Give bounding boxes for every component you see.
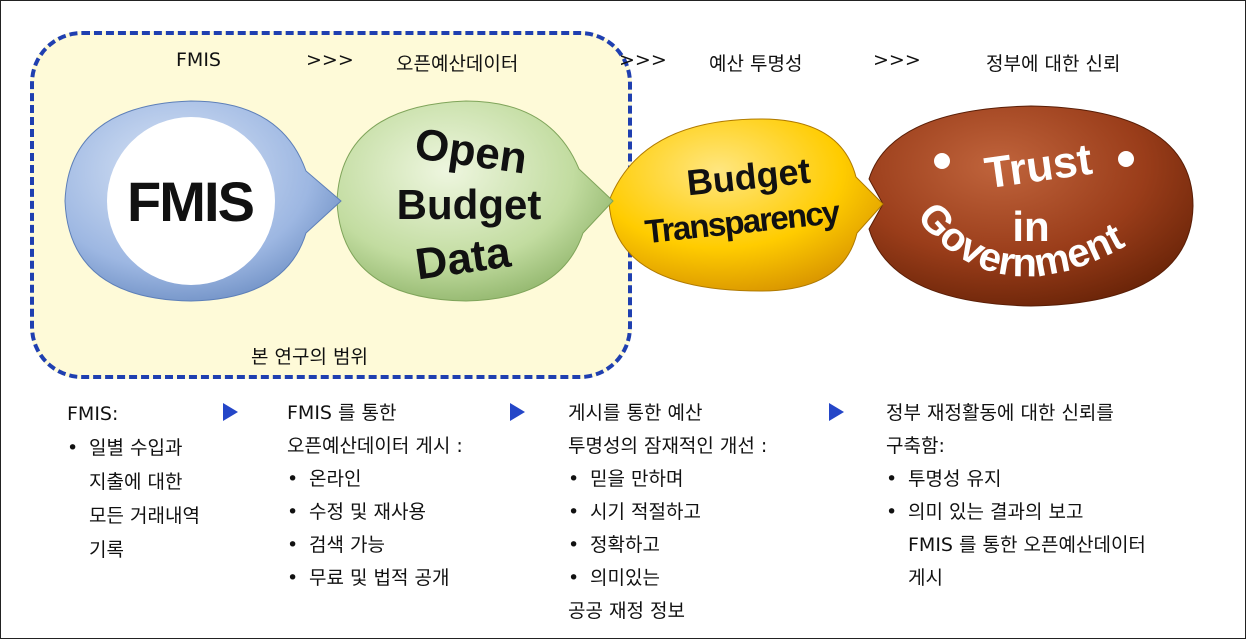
flow-arrow-3	[829, 403, 844, 421]
col3-bullet-3: 정확하고	[568, 529, 767, 562]
stage-fmis: FMIS	[64, 100, 342, 302]
flow-arrow-2	[510, 403, 525, 421]
col1-cont-3: 기록	[89, 539, 124, 561]
col3-bullet-4: 의미있는	[568, 562, 767, 595]
col2-bullet-4: 무료 및 법적 공개	[287, 562, 463, 595]
dot-left	[934, 153, 950, 169]
stage-open-budget-data: Open Budget Data	[336, 100, 614, 302]
flow-diagram: Trust in Government Budget Transparency …	[64, 100, 1194, 307]
col2-bullet-3: 검색 가능	[287, 529, 463, 562]
top-label-arrow-3: >>>	[873, 49, 921, 71]
col4-bullet-2: 의미 있는 결과의 보고	[886, 496, 1146, 529]
budget-word-2: Budget	[397, 181, 542, 228]
col3-bullet-2: 시기 적절하고	[568, 496, 767, 529]
col3-footer: 공공 재정 정보	[568, 600, 685, 622]
top-label-transparency: 예산 투명성	[709, 53, 803, 75]
fmis-word: FMIS	[127, 170, 255, 233]
col2-sub: 오픈예산데이터 게시 :	[287, 435, 463, 457]
column-transparency: 게시를 통한 예산 투명성의 잠재적인 개선 : 믿을 만하며 시기 적절하고 …	[568, 397, 767, 628]
column-open-data: FMIS 를 통한 오픈예산데이터 게시 : 온라인 수정 및 재사용 검색 가…	[287, 397, 463, 595]
top-label-open-data: 오픈예산데이터	[396, 53, 519, 75]
col4-heading: 정부 재정활동에 대한 신뢰를	[886, 402, 1114, 424]
fmis-inner-circle	[107, 117, 275, 285]
col2-heading: FMIS 를 통한	[287, 402, 397, 424]
col1-cont-1: 지출에 대한	[89, 471, 183, 493]
col2-bullet-1: 온라인	[287, 463, 463, 496]
top-label-arrow-2: >>>	[619, 49, 667, 71]
stage-budget-transparency: Budget Transparency	[608, 118, 884, 292]
col4-sub: 구축함:	[886, 435, 945, 457]
stage-trust-in-government: Trust in Government	[868, 105, 1194, 307]
column-fmis: FMIS: 일별 수입과 지출에 대한 모든 거래내역 기록	[67, 397, 200, 567]
col3-sub: 투명성의 잠재적인 개선 :	[568, 435, 768, 457]
col3-heading: 게시를 통한 예산	[568, 402, 703, 424]
top-label-fmis: FMIS	[176, 49, 221, 71]
research-scope-label: 본 연구의 범위	[251, 346, 368, 368]
flow-arrow-1	[223, 403, 238, 421]
col3-bullet-1: 믿을 만하며	[568, 463, 767, 496]
dot-right	[1118, 151, 1134, 167]
col2-bullet-2: 수정 및 재사용	[287, 496, 463, 529]
col1-heading: FMIS:	[67, 403, 119, 425]
in-word: in	[1012, 203, 1049, 250]
col1-cont-2: 모든 거래내역	[89, 505, 200, 527]
col4-cont-1: FMIS 를 통한 오픈예산데이터	[908, 534, 1146, 556]
top-label-trust: 정부에 대한 신뢰	[986, 53, 1121, 75]
col1-bullet: 일별 수입과	[67, 431, 200, 465]
top-label-arrow-1: >>>	[306, 49, 354, 71]
column-trust: 정부 재정활동에 대한 신뢰를 구축함: 투명성 유지 의미 있는 결과의 보고…	[886, 397, 1146, 595]
col4-cont-2: 게시	[908, 567, 943, 589]
col4-bullet-1: 투명성 유지	[886, 463, 1146, 496]
